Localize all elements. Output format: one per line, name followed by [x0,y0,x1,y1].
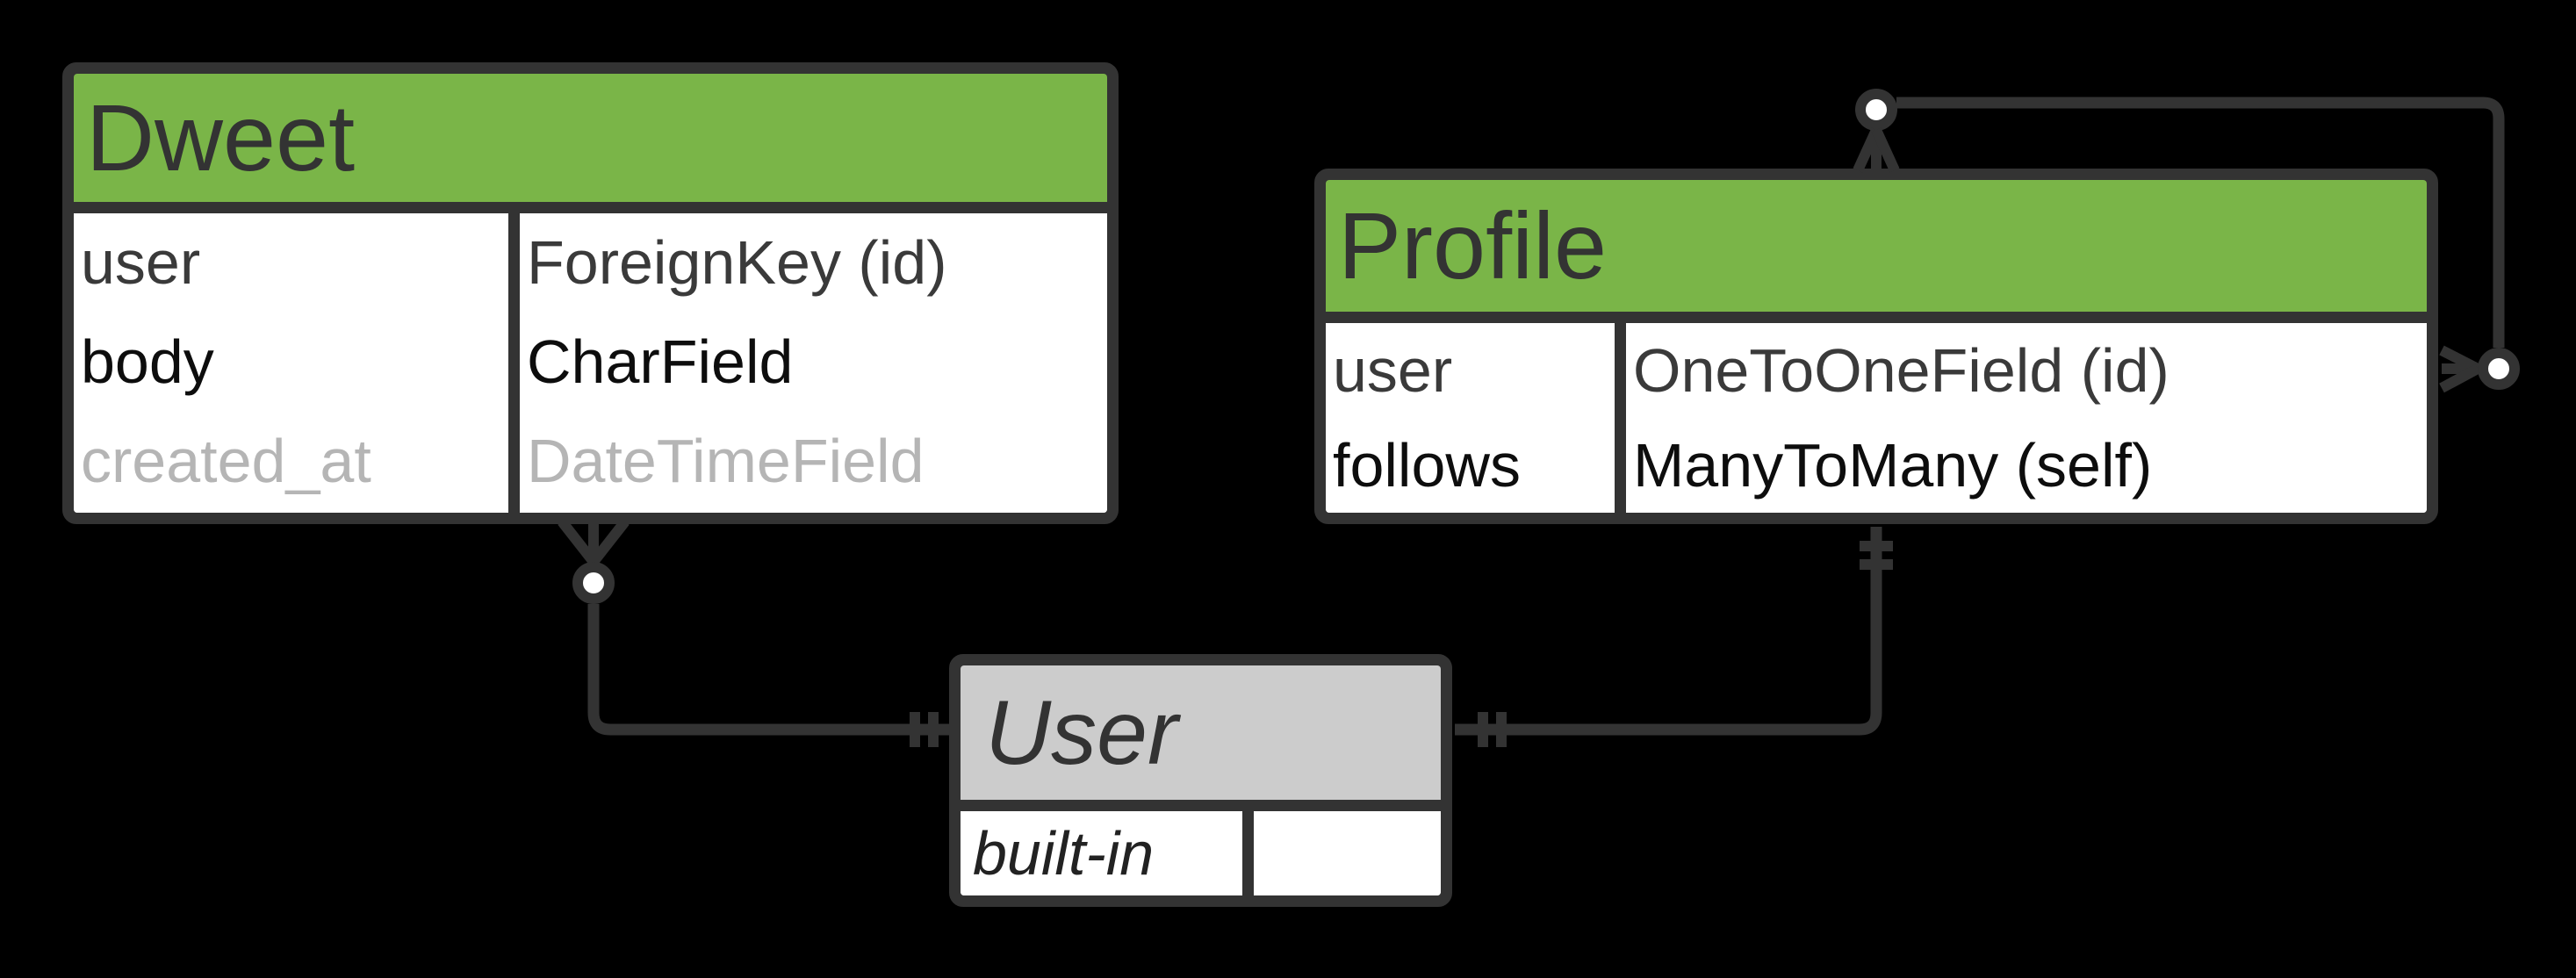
exactly-one-bars-icon [910,712,939,747]
zero-ring-icon [572,562,615,604]
field-type: CharField [527,327,794,396]
field-type: DateTimeField [527,427,925,495]
crows-foot-many-icon [2439,345,2480,393]
field-name: built-in [973,819,1155,888]
edge-wire [1455,527,1882,736]
dweet-field-types-column: ForeignKey (id) CharField DateTimeField [520,213,1107,513]
field-name: follows [1333,431,1521,500]
entity-table-dweet: Dweet user body created_at ForeignKey (i… [62,62,1119,524]
edge-profile-user [1455,527,1893,747]
crows-foot-many-icon [1853,127,1900,173]
user-title: User [985,681,1178,784]
exactly-one-bars-icon [1860,541,1893,570]
entity-table-profile: Profile user follows OneToOneField (id) … [1314,169,2438,524]
field-name: user [1333,336,1453,405]
profile-body: user follows OneToOneField (id) ManyToMa… [1326,323,2427,513]
user-body: built-in [961,811,1441,895]
dweet-body: user body created_at ForeignKey (id) Cha… [74,213,1107,513]
field-name: user [81,228,201,297]
profile-title: Profile [1338,192,1608,298]
crows-foot-many-icon [558,518,630,565]
field-type [1254,811,1441,895]
user-field-names-column: built-in [961,811,1254,895]
profile-header: Profile [1326,180,2427,312]
profile-field-types-column: OneToOneField (id) ManyToMany (self) [1626,323,2427,513]
zero-ring-icon [1855,89,1897,131]
field-type: ForeignKey (id) [527,228,947,297]
field-type: OneToOneField (id) [1633,336,2169,405]
edge-wire [587,604,951,736]
dweet-title: Dweet [86,84,356,191]
edge-dweet-user [558,518,951,747]
profile-field-names-column: user follows [1326,323,1626,513]
exactly-one-bars-icon [1478,712,1507,747]
field-type: ManyToMany (self) [1633,431,2153,500]
field-name: body [81,327,214,396]
dweet-header: Dweet [74,74,1107,202]
user-field-types-column [1254,811,1441,895]
user-header: User [961,665,1441,800]
field-name: created_at [81,427,371,495]
dweet-field-names-column: user body created_at [74,213,520,513]
entity-table-user: User built-in [949,654,1452,907]
zero-ring-icon [2478,348,2520,390]
